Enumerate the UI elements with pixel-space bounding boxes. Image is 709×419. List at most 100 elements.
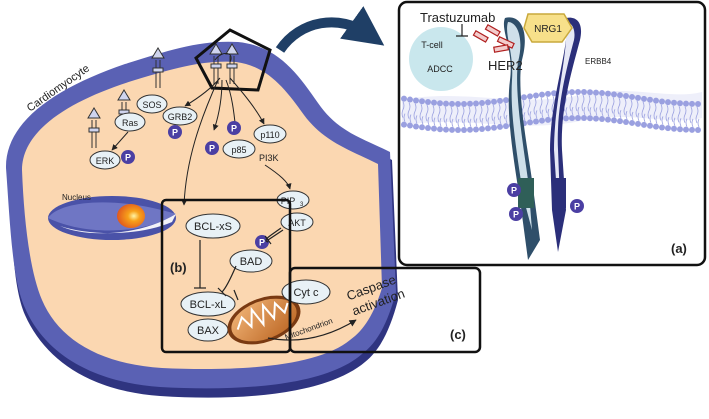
pi3k-pathway: p110 p85 PI3K PIP 3 AKT [222, 124, 314, 232]
lipid-head [593, 115, 599, 122]
lipid-tail [665, 104, 670, 126]
lipid-tail [695, 106, 700, 128]
lipid-head [437, 100, 443, 107]
lipid-head [413, 123, 419, 130]
lipid-tail [419, 104, 424, 125]
lipid-head [467, 100, 473, 107]
lipid-head [635, 94, 641, 101]
lipid-head [563, 115, 569, 122]
lipid-tail [617, 97, 622, 119]
lipid-tail [677, 106, 682, 127]
lipid-head [671, 99, 677, 106]
lipid-head [425, 99, 431, 106]
nrg1-ligand [523, 13, 573, 43]
lipid-head [443, 100, 449, 107]
lipid-head [527, 119, 533, 126]
nrg1-label: NRG1 [534, 24, 562, 35]
lipid-head [443, 126, 449, 133]
lipid-tail [479, 105, 484, 127]
bcl-xl-label: BCL-xL [190, 299, 227, 311]
receptor-icon [209, 43, 223, 84]
nucleus: Nucleus [48, 193, 176, 240]
lipid-head [569, 115, 575, 122]
ras-label: Ras [122, 118, 139, 128]
phospho-label: P [574, 202, 580, 212]
receptor-icon [225, 43, 239, 84]
lipid-tail [569, 94, 574, 116]
phospho-label: P [259, 238, 265, 248]
her2-receptor [503, 17, 540, 260]
cyt-c: Cyt c [281, 279, 331, 305]
receptor-icon [151, 47, 165, 88]
lipid-head [527, 93, 533, 100]
lipid-tail [491, 104, 496, 125]
pip3-subscript: 3 [300, 202, 304, 208]
panel-b-label: (b) [170, 260, 187, 275]
phospho-label: P [511, 186, 517, 196]
lipid-tail [401, 101, 406, 122]
bax-label: BAX [197, 325, 220, 337]
lipid-head [593, 89, 599, 96]
lipid-head [605, 116, 611, 123]
lipid-head [653, 97, 659, 104]
lipid-head [695, 100, 701, 107]
lipid-tail [485, 105, 490, 126]
zoom-arrow [275, 6, 385, 53]
apoptosis-proteins: BCL-xS BAD BCL-xL BAX [180, 213, 273, 342]
trastuzumab-pointer [456, 24, 468, 37]
lipid-tail [659, 104, 664, 125]
trastuzumab-label: Trastuzumab [420, 10, 495, 25]
lipid-head [461, 100, 467, 107]
lipid-head [665, 99, 671, 106]
lipid-head [485, 125, 491, 132]
phospho-label: P [231, 124, 237, 134]
lipid-head [449, 100, 455, 107]
lipid-head [569, 89, 575, 96]
lipid-tail [413, 103, 418, 124]
lipid-head [473, 100, 479, 107]
lipid-head [419, 98, 425, 105]
lipid-head [545, 116, 551, 123]
lipid-tail [545, 96, 550, 118]
lipid-head [653, 123, 659, 130]
lipid-tail [611, 97, 616, 118]
lipid-head [497, 123, 503, 130]
lipid-head [599, 116, 605, 123]
lipid-tail [503, 102, 508, 124]
lipid-head [605, 90, 611, 97]
lipid-head [401, 95, 407, 102]
lipid-tail [497, 103, 502, 125]
tcell-label: T-cell [421, 40, 443, 50]
lipid-head [635, 120, 641, 127]
lipid-head [581, 89, 587, 96]
lipid-head [623, 119, 629, 126]
lipid-head [539, 91, 545, 98]
lipid-head [641, 121, 647, 128]
lipid-head [431, 99, 437, 106]
lipid-head [599, 90, 605, 97]
lipid-head [545, 90, 551, 97]
trastuzumab-antibody [472, 23, 515, 53]
lipid-tail [461, 106, 466, 128]
bcl-xs-label: BCL-xS [194, 221, 232, 233]
lipid-tail [431, 105, 436, 126]
lipid-head [611, 117, 617, 124]
lipid-tail [467, 106, 472, 127]
lipid-head [437, 126, 443, 133]
lipid-tail [605, 96, 610, 117]
lipid-head [407, 96, 413, 103]
lipid-head [533, 92, 539, 99]
lipid-tail [635, 100, 640, 122]
lipid-tail [455, 106, 460, 128]
lipid-head [503, 123, 509, 130]
lipid-head [683, 126, 689, 133]
lipid-tail [593, 95, 598, 116]
bad-label: BAD [240, 256, 263, 268]
lipid-head [413, 97, 419, 104]
lipid-tail [599, 95, 604, 117]
receptor-highlight-pentagon [194, 28, 272, 92]
receptor-icon [117, 89, 131, 128]
lipid-head [677, 100, 683, 107]
lipid-head [587, 89, 593, 96]
